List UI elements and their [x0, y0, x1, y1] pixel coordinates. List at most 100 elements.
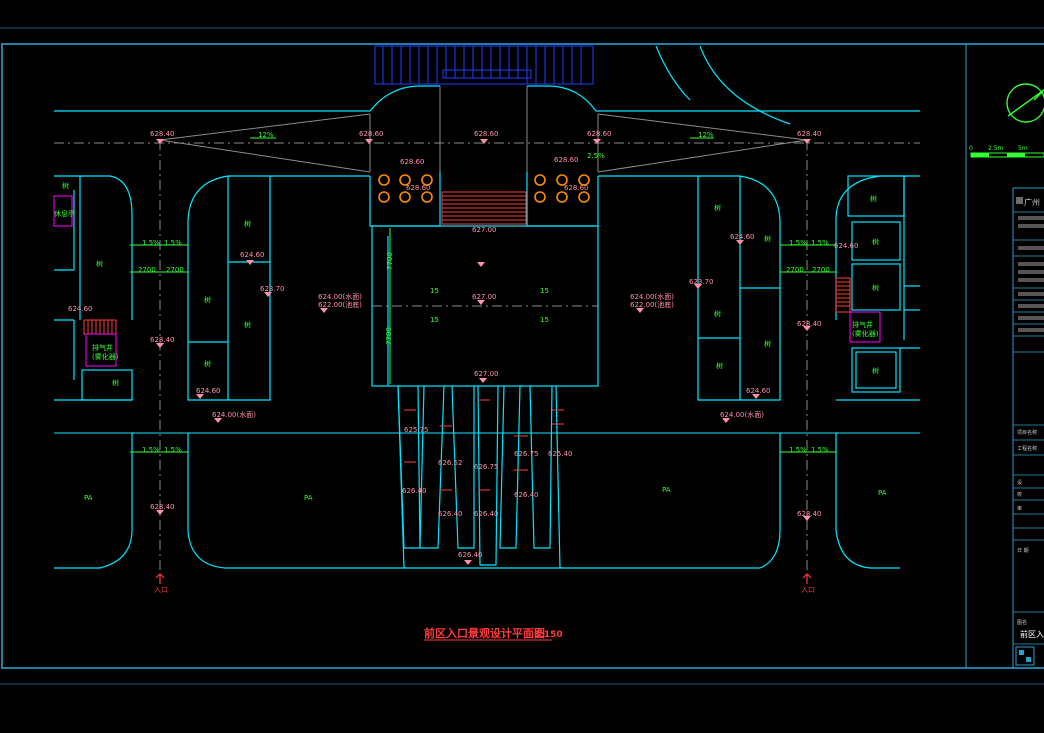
slope-a-left: 1.5%	[142, 239, 160, 247]
elev-top-center: 628.60	[474, 130, 499, 138]
plant-8: 树	[714, 203, 721, 212]
elev-far-left-c: 628.40	[150, 503, 175, 511]
plant-13: 树	[870, 194, 877, 203]
elev-planter-right-low: 628.60	[564, 184, 589, 192]
plant-2: 树	[96, 259, 103, 268]
entrance-labels: 入口 入口	[154, 586, 815, 594]
tb-label-name: 图名	[1017, 619, 1027, 626]
pa-label-4: PA	[878, 489, 887, 497]
entrance-arrows	[155, 573, 812, 584]
scale-mark-2: 5m	[1018, 145, 1028, 152]
elev-planter-left: 628.60	[400, 158, 425, 166]
elev-far-left-a: 624.60	[68, 305, 93, 313]
elev-right-water-a: 624.00(水面)	[630, 292, 674, 301]
elev-channel-9: 626.40	[474, 510, 499, 518]
elev-planter-left-low: 628.60	[406, 184, 431, 192]
tb-row-review: 审	[1017, 505, 1022, 512]
elev-far-right-c: 628.40	[797, 510, 822, 518]
plant-6: 树	[204, 359, 211, 368]
magenta-boxes	[53, 195, 881, 367]
elev-top-left: 628.40	[150, 130, 175, 138]
slope-a-left-bottom: 1.5%	[142, 446, 160, 454]
dim-15-b: 15	[430, 316, 439, 324]
plant-12: 树	[716, 361, 723, 370]
elev-planter-right: 628.60	[554, 156, 579, 164]
elev-top-mid-left: 628.60	[359, 130, 384, 138]
plant-16: 树	[872, 366, 879, 375]
plant-15: 树	[872, 283, 879, 292]
elev-channel-8: 626.40	[438, 510, 463, 518]
vent-right-label: 排气井	[852, 320, 873, 329]
slope-a-right-bottom: 1.5%	[789, 446, 807, 454]
elev-right-block-a: 624.60	[730, 233, 755, 241]
tb-row-engineering: 工程名称	[1017, 445, 1037, 452]
scale-mark-0: 0	[969, 145, 973, 152]
entrance-right: 入口	[801, 586, 815, 594]
elev-left-water-b: 622.00(池底)	[318, 300, 362, 309]
elev-channel-7: 626.40	[514, 491, 539, 499]
plant-7: 树	[112, 378, 119, 387]
elev-channel-bottom: 626.40	[458, 551, 483, 559]
dim-2700-right-a: 2700	[786, 266, 804, 274]
green-annotations: 12% 12% 2.5% 1.5% 1.5% 1.5% 1.5% 2700 27…	[54, 131, 887, 502]
pa-label-1: PA	[84, 494, 93, 502]
elevation-markers	[156, 139, 811, 565]
pa-label-3: PA	[662, 486, 671, 494]
dim-7700-lower: 7700	[385, 327, 393, 345]
elev-channel-1: 625.75	[404, 426, 429, 434]
slope-b-left: 1.5%	[164, 239, 182, 247]
elev-top-mid-right: 628.60	[587, 130, 612, 138]
drawing-frame	[0, 27, 1044, 685]
slope-b-right: 1.5%	[811, 239, 829, 247]
title-block: 广州	[1012, 187, 1044, 669]
elev-right-block-b: 623.70	[689, 278, 714, 286]
plant-9: 树	[764, 234, 771, 243]
vent-left-label: 排气井	[92, 343, 113, 352]
slope-small-label: 2.5%	[587, 152, 605, 160]
elev-plaza-center: 627.00	[472, 293, 497, 301]
elev-left-block-c: 624.60	[196, 387, 221, 395]
plant-11: 树	[764, 339, 771, 348]
plant-14: 树	[872, 237, 879, 246]
vent-right-sub: (雾化器)	[852, 329, 879, 338]
elev-left-water-c: 624.00(水面)	[212, 410, 256, 419]
pa-label-2: PA	[304, 494, 313, 502]
elev-far-right-b: 628.40	[797, 320, 822, 328]
slope-right-label: 12%	[698, 131, 714, 139]
tb-row-check: 校	[1017, 491, 1022, 498]
axis-lines	[159, 140, 808, 580]
drawing-title: 前区入口景观设计平面图	[424, 626, 545, 640]
vent-left-sub: (雾化器)	[92, 352, 119, 361]
tb-drawing-name: 前区入口	[1020, 629, 1044, 639]
elev-right-water-c: 624.00(水面)	[720, 410, 764, 419]
dim-2700-left-b: 2700	[166, 266, 184, 274]
elev-right-block-c: 624.60	[746, 387, 771, 395]
slope-left-label: 12%	[258, 131, 274, 139]
dim-2700-right-b: 2700	[812, 266, 830, 274]
tb-row-date: 日 期	[1017, 548, 1029, 554]
elev-channel-4: 626.75	[514, 450, 539, 458]
elev-plaza-bottom: 627.00	[474, 370, 499, 378]
central-plaza	[369, 172, 599, 569]
dim-15-a: 15	[430, 287, 439, 295]
entrance-left: 入口	[154, 586, 168, 594]
elev-channel-6: 626.40	[402, 487, 427, 495]
elev-right-water-b: 622.00(池底)	[630, 300, 674, 309]
elev-plaza-top: 627.00	[472, 226, 497, 234]
elev-channel-3: 626.75	[474, 463, 499, 471]
elev-channel-5: 625.40	[548, 450, 573, 458]
left-room-label: 休息亭	[54, 209, 75, 218]
dim-15-d: 15	[540, 316, 549, 324]
elev-channel-2: 626.52	[438, 459, 463, 467]
green-dimensions	[130, 137, 836, 453]
tb-row-project: 项目名称	[1017, 429, 1037, 436]
plant-1: 树	[62, 181, 69, 190]
elev-far-left-b: 628.40	[150, 336, 175, 344]
slope-lines	[159, 86, 808, 173]
slope-a-right: 1.5%	[789, 239, 807, 247]
drawing-scale: 1:150	[534, 630, 563, 640]
plant-3: 树	[244, 219, 251, 228]
left-planting-blocks	[54, 175, 781, 569]
